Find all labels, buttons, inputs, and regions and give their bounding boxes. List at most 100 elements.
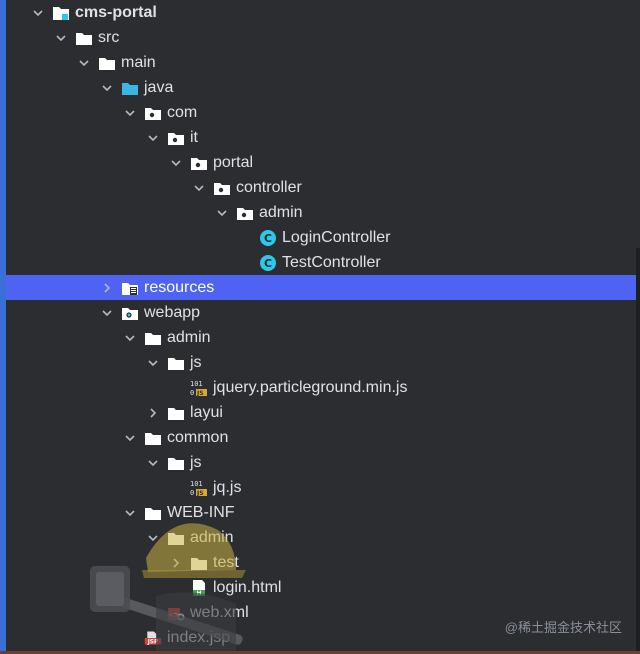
source-folder-icon [121,79,139,97]
tree-node[interactable]: C TestController [6,250,640,275]
tree-node[interactable]: WEB-INF [6,500,640,525]
chevron-down-icon[interactable] [99,305,115,321]
tree-node-label: admin [167,329,211,346]
tree-node[interactable]: js [6,350,640,375]
folder-icon [167,404,185,422]
chevron-spacer [168,480,184,496]
chevron-down-icon[interactable] [145,530,161,546]
tree-node[interactable]: layui [6,400,640,425]
tree-node-label: resources [144,279,215,296]
tree-node-label: common [167,429,229,446]
chevron-down-icon[interactable] [99,80,115,96]
folder-icon [167,454,185,472]
chevron-down-icon[interactable] [145,455,161,471]
chevron-down-icon[interactable] [122,505,138,521]
tree-node-label: admin [259,204,303,221]
tree-node-label: cms-portal [75,4,157,21]
tree-node[interactable]: resources [6,275,640,300]
tree-node-label: portal [213,154,254,171]
tree-node[interactable]: webapp [6,300,640,325]
web-folder-icon [121,304,139,322]
chevron-down-icon[interactable] [122,430,138,446]
chevron-down-icon[interactable] [145,355,161,371]
tree-node[interactable]: js [6,450,640,475]
chevron-down-icon[interactable] [76,55,92,71]
tree-node[interactable]: C LoginController [6,225,640,250]
svg-text:C: C [264,257,272,270]
tree-node-label: js [190,454,202,471]
tree-node-label: java [144,79,174,96]
java-class-icon: C [259,229,277,247]
svg-text:0: 0 [190,489,194,497]
chevron-spacer [237,230,253,246]
svg-text:H: H [196,590,201,597]
tree-node[interactable]: cms-portal [6,0,640,25]
tree-node-label: jquery.particleground.min.js [213,379,408,396]
tree-node-label: login.html [213,579,282,596]
chevron-down-icon[interactable] [168,155,184,171]
package-icon [144,104,162,122]
folder-icon [144,504,162,522]
tree-node-label: LoginController [282,229,391,246]
chevron-right-icon[interactable] [99,280,115,296]
svg-text:101: 101 [190,380,203,388]
folder-icon [75,29,93,47]
svg-text:JSP: JSP [147,639,158,645]
tree-node[interactable]: portal [6,150,640,175]
svg-text:JS: JS [196,490,204,497]
chevron-spacer [168,380,184,396]
folder-icon [144,429,162,447]
tree-node[interactable]: com [6,100,640,125]
tree-node-label: TestController [282,254,381,271]
html-file-icon: H [190,579,208,597]
chevron-down-icon[interactable] [122,330,138,346]
tree-node[interactable]: common [6,425,640,450]
folder-icon [98,54,116,72]
jsp-file-icon: JSP [144,629,162,647]
tree-node-label: WEB-INF [167,504,235,521]
tree-node-label: jq.js [213,479,242,496]
folder-icon [167,354,185,372]
tree-node-label: com [167,104,198,121]
tree-node[interactable]: it [6,125,640,150]
package-icon [190,154,208,172]
chevron-down-icon[interactable] [122,105,138,121]
tree-node-label: main [121,54,156,71]
tree-node-label: webapp [144,304,201,321]
tree-node-label: layui [190,404,223,421]
package-icon [236,204,254,222]
chevron-down-icon[interactable] [145,130,161,146]
scrollbar-track[interactable] [636,248,640,654]
chevron-down-icon[interactable] [53,30,69,46]
module-folder-icon [52,4,70,22]
folder-icon [144,329,162,347]
package-icon [213,179,231,197]
tree-node[interactable]: src [6,25,640,50]
svg-text:JS: JS [196,390,204,397]
tree-node[interactable]: admin [6,200,640,225]
tree-node-label: js [190,354,202,371]
chevron-right-icon[interactable] [145,405,161,421]
mascot-illustration [90,523,246,654]
tree-node[interactable]: controller [6,175,640,200]
tree-node-label: controller [236,179,302,196]
tree-node[interactable]: admin [6,325,640,350]
tree-node[interactable]: main [6,50,640,75]
chevron-down-icon[interactable] [30,5,46,21]
bottom-strip [0,651,640,654]
chevron-down-icon[interactable] [191,180,207,196]
tree-node-label: src [98,29,120,46]
watermark: @稀土掘金技术社区 [504,620,622,635]
resources-folder-icon [121,279,139,297]
java-class-icon: C [259,254,277,272]
svg-text:C: C [264,232,272,245]
left-edge-bar [0,0,6,654]
tree-node[interactable]: java [6,75,640,100]
chevron-down-icon[interactable] [214,205,230,221]
